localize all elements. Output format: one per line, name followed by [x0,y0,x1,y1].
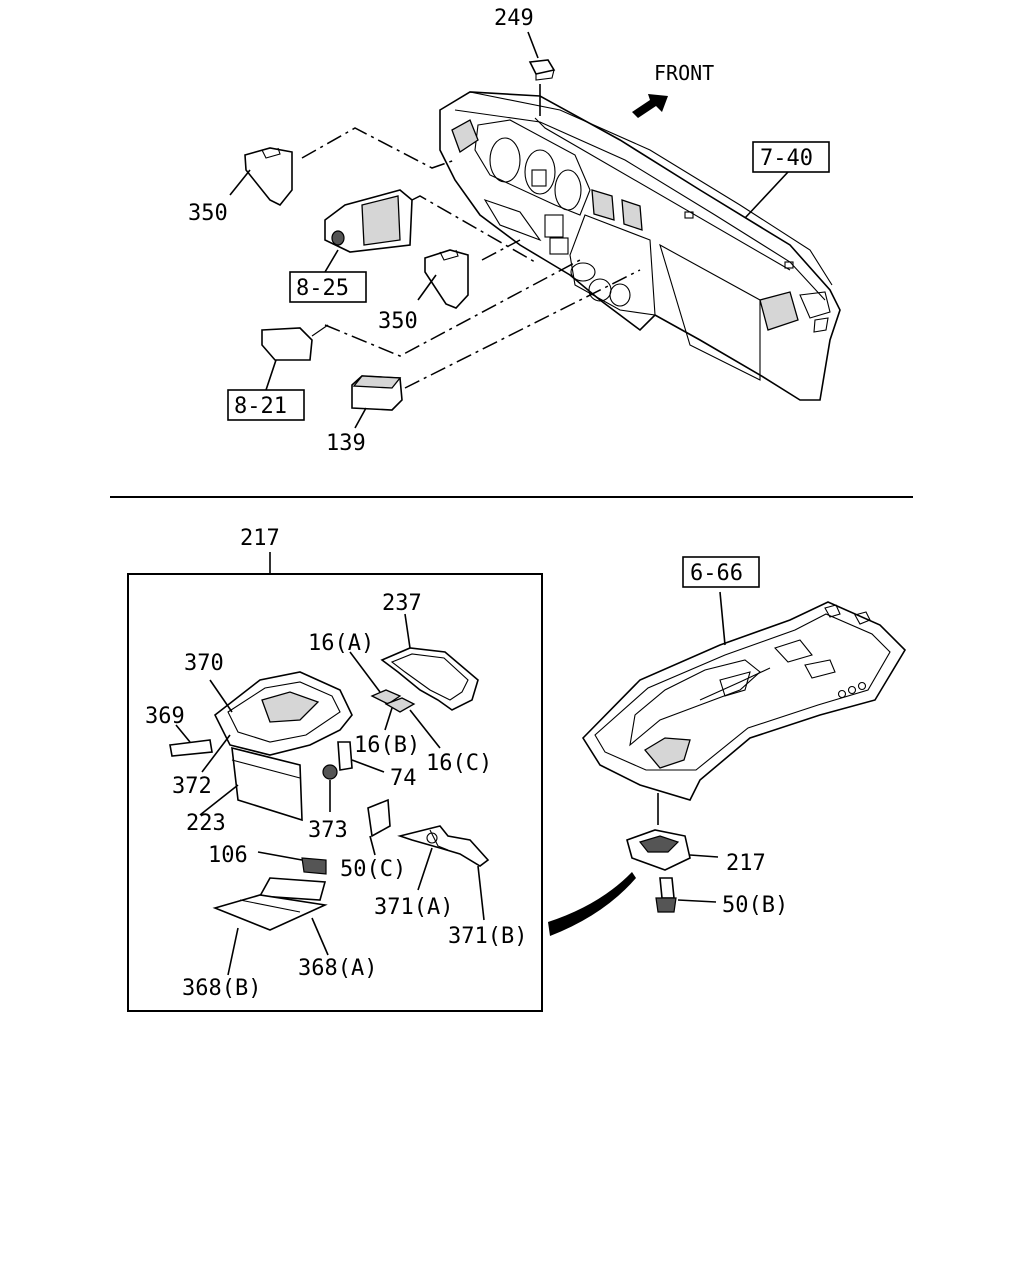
ref-box-6-66: 6-66 [682,556,760,588]
pocket-139 [351,269,641,429]
label-368b: 368(B) [182,976,261,1001]
screw-50b [655,877,717,913]
label-106: 106 [208,843,248,868]
label-217-roof: 217 [726,851,766,876]
detail-pointer-arrow [548,872,636,936]
label-249: 249 [494,6,534,31]
label-372: 372 [172,774,212,799]
label-50b: 50(B) [722,893,788,918]
front-label: FRONT [654,61,714,85]
svg-text:8-25: 8-25 [296,276,349,301]
label-50c: 50(C) [340,857,406,882]
svg-text:6-66: 6-66 [690,561,743,586]
pad-set-368 [212,877,329,976]
bulb-set-16 [349,651,441,749]
label-16c: 16(C) [426,751,492,776]
label-371a: 371(A) [374,895,453,920]
housing-370 [209,671,353,756]
bracket-371 [397,825,490,921]
instrument-panel-assembly [439,91,841,401]
label-373: 373 [308,818,348,843]
svg-text:7-40: 7-40 [760,146,813,171]
bracket-350-left [229,127,456,207]
clip-50c [367,798,391,856]
roof-lining-assembly [581,591,907,801]
label-350-left: 350 [188,201,228,226]
label-16b: 16(B) [354,733,420,758]
switch-8-21 [261,259,581,391]
label-237: 237 [382,591,422,616]
socket-373 [322,764,338,812]
ref-box-7-40: 7-40 [752,141,830,173]
label-350-middle: 350 [378,309,418,334]
dome-light-217 [626,793,719,871]
label-74: 74 [390,766,417,791]
wire-369 [169,724,213,757]
label-16a: 16(A) [308,631,374,656]
front-arrow-icon [632,94,668,118]
detail-frame [127,573,543,1012]
ref-box-8-25: 8-25 [289,271,367,303]
svg-text:8-21: 8-21 [234,394,287,419]
lens-frame-237 [380,613,479,711]
bracket-350-middle [417,239,521,309]
pad-106 [257,851,327,875]
label-371b: 371(B) [448,924,527,949]
ref-box-8-21: 8-21 [227,389,305,421]
label-369: 369 [145,704,185,729]
label-139: 139 [326,431,366,456]
label-368a: 368(A) [298,956,377,981]
label-370: 370 [184,651,224,676]
lens-cover-223 [199,746,303,822]
clip-249 [527,31,556,116]
label-223: 223 [186,811,226,836]
label-217-assembly: 217 [240,526,280,551]
switch-block-8-25 [324,189,536,273]
bulb-74 [337,741,385,773]
